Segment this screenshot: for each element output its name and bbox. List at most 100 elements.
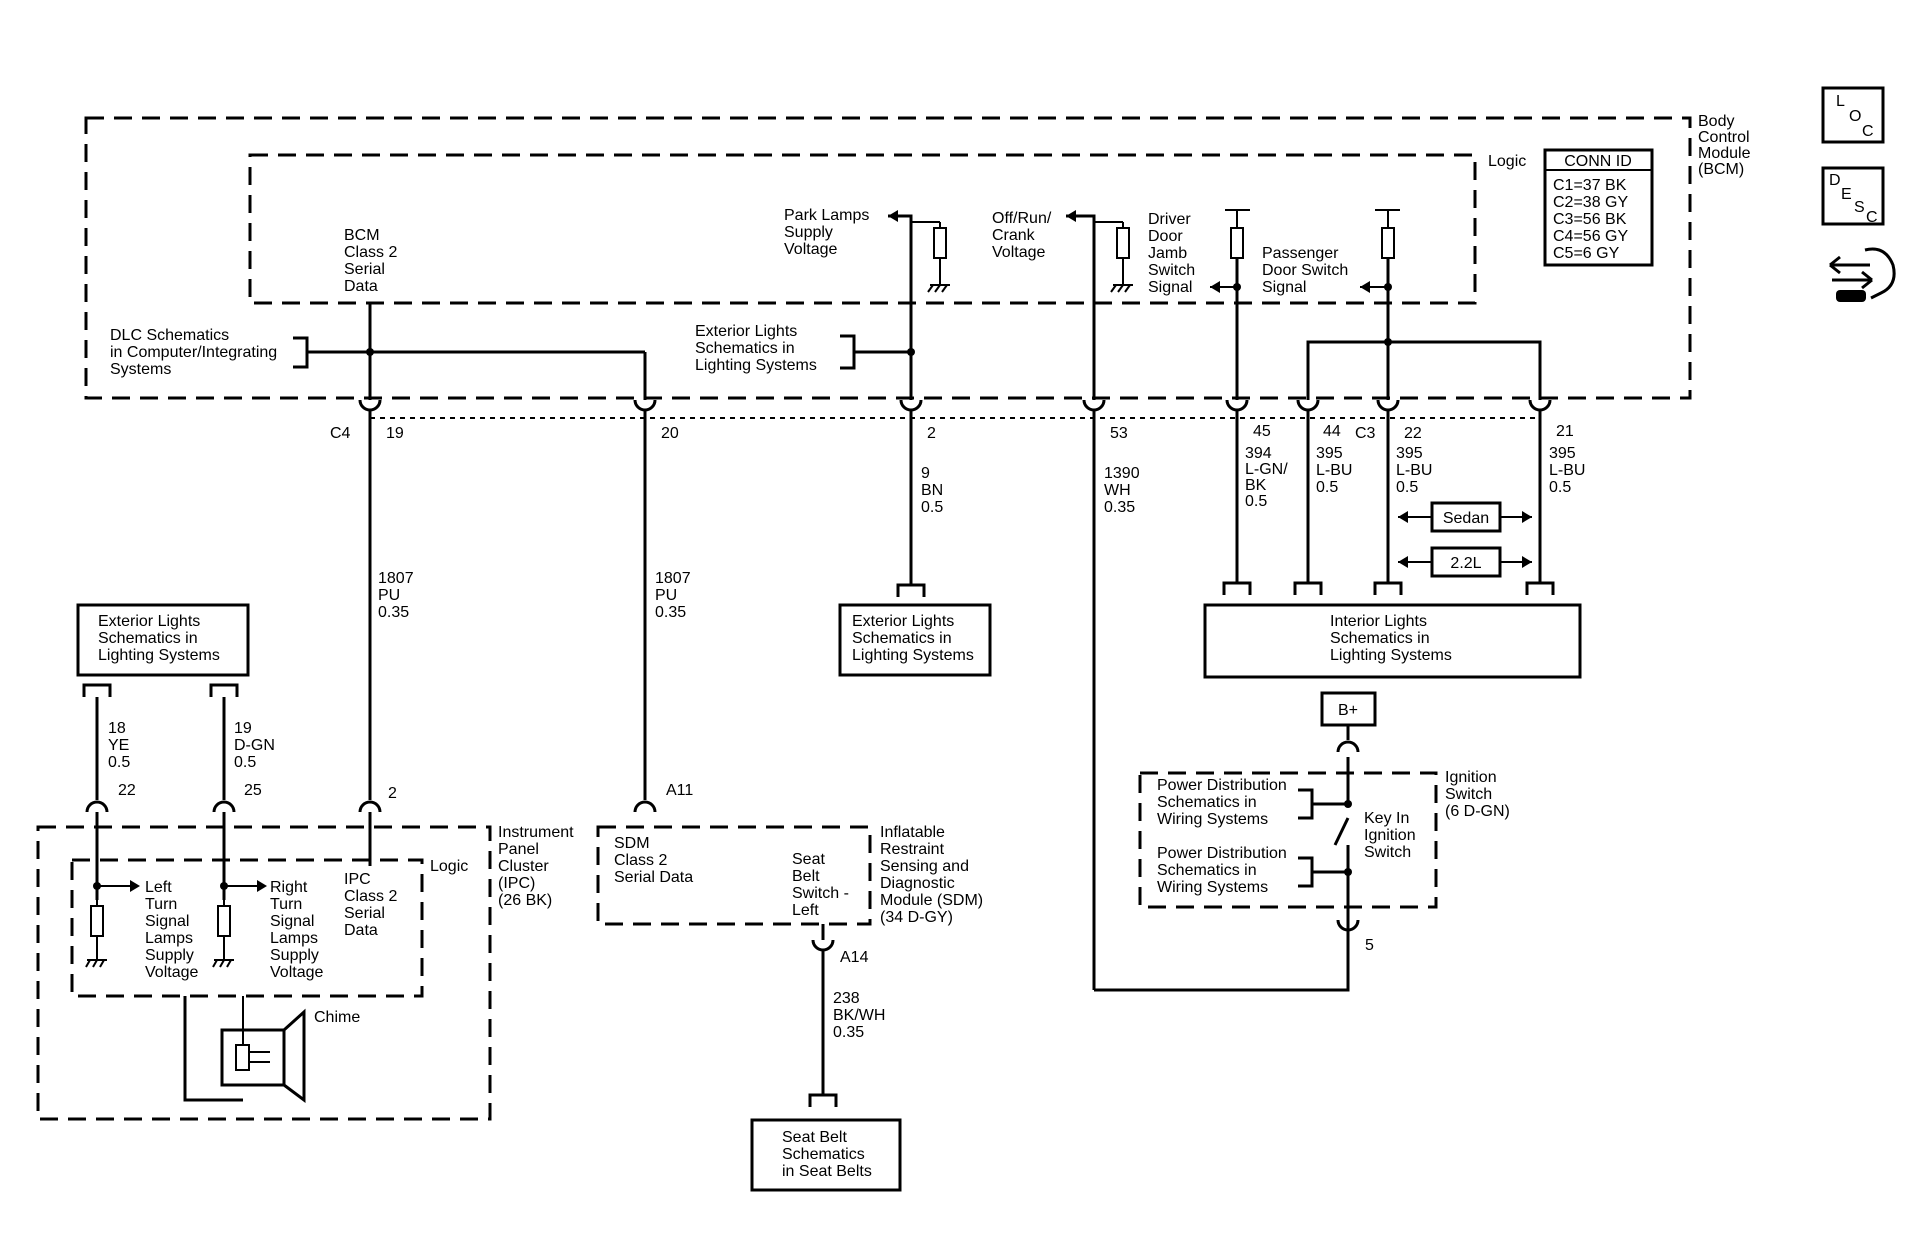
svg-text:45: 45 xyxy=(1253,423,1271,440)
svg-text:44: 44 xyxy=(1323,423,1341,440)
text-line: Seat Belt xyxy=(782,1129,847,1146)
text-line: Lamps xyxy=(145,930,193,947)
conn-c4: C4 xyxy=(330,425,351,442)
text-line: Switch xyxy=(1445,786,1492,803)
text-line: 0.5 xyxy=(108,754,130,771)
connector-c4-pins xyxy=(358,399,1552,412)
text-line: 0.35 xyxy=(1104,499,1135,516)
text-line: 18 xyxy=(108,720,126,737)
text-line: (IPC) xyxy=(498,875,535,892)
text-line: Power Distribution xyxy=(1157,845,1287,862)
text-line: DLC Schematics xyxy=(110,327,229,344)
svg-text:2: 2 xyxy=(927,425,936,442)
text-line: Park Lamps xyxy=(784,207,869,224)
svg-text:20: 20 xyxy=(661,425,679,442)
text-line: Schematics xyxy=(782,1146,865,1163)
text-line: Ignition xyxy=(1445,769,1497,786)
text-line: SDM xyxy=(614,835,650,852)
text-line: Supply xyxy=(784,224,833,241)
text-line: Systems xyxy=(110,361,171,378)
navigate-arrows-icon[interactable] xyxy=(1829,247,1896,302)
text-line: Signal xyxy=(1262,279,1306,296)
text-line: C4=56 GY xyxy=(1553,228,1628,245)
chime-label: Chime xyxy=(314,1009,360,1026)
text-line: Signal xyxy=(270,913,314,930)
text-line: 0.5 xyxy=(1549,479,1571,496)
svg-text:Sedan: Sedan xyxy=(1443,510,1489,527)
text-line: 395 xyxy=(1316,445,1343,462)
text-line: Turn xyxy=(270,896,302,913)
text-line: 238 xyxy=(833,990,860,1007)
text-line: 0.35 xyxy=(655,604,686,621)
ignition-switch-boundary xyxy=(1138,771,1438,909)
svg-text:2: 2 xyxy=(388,785,397,802)
text-line: L-BU xyxy=(1396,462,1432,479)
text-line: Serial xyxy=(344,261,385,278)
loc-icon[interactable]: L O C xyxy=(1821,86,1885,144)
desc-icon[interactable]: D E S C xyxy=(1821,166,1885,226)
text-line: Voltage xyxy=(784,241,837,258)
text-line: Schematics in xyxy=(1157,794,1257,811)
sdm-boundary xyxy=(596,825,872,926)
text-line: Door Switch xyxy=(1262,262,1348,279)
text-line: 1807 xyxy=(655,570,691,587)
text-line: 1807 xyxy=(378,570,414,587)
text-line: Instrument xyxy=(498,824,574,841)
text-line: C3=56 BK xyxy=(1553,211,1627,228)
text-line: Wiring Systems xyxy=(1157,811,1268,828)
svg-text:19: 19 xyxy=(386,425,404,442)
text-line: Voltage xyxy=(145,964,198,981)
text-line: Exterior Lights xyxy=(695,323,797,340)
svg-text:C: C xyxy=(1866,209,1878,226)
text-line: 1390 xyxy=(1104,465,1140,482)
text-line: Control xyxy=(1698,129,1750,146)
text-line: BCM xyxy=(344,227,380,244)
text-line: L-BU xyxy=(1549,462,1585,479)
text-line: 0.35 xyxy=(833,1024,864,1041)
text-line: 395 xyxy=(1549,445,1576,462)
text-line: Serial Data xyxy=(614,869,693,886)
text-line: Module (SDM) xyxy=(880,892,983,909)
text-line: Driver xyxy=(1148,211,1191,228)
text-line: 0.5 xyxy=(921,499,943,516)
text-line: Lighting Systems xyxy=(852,647,974,664)
ipc-boundary xyxy=(36,825,492,1121)
text-line: Lamps xyxy=(270,930,318,947)
conn-c3: C3 xyxy=(1355,425,1376,442)
text-line: Exterior Lights xyxy=(98,613,200,630)
text-line: 0.5 xyxy=(1316,479,1338,496)
text-line: Signal xyxy=(145,913,189,930)
text-line: 9 xyxy=(921,465,930,482)
svg-text:53: 53 xyxy=(1110,425,1128,442)
text-line: Body xyxy=(1698,113,1734,130)
svg-text:19D-GN0.5: 19D-GN0.5 xyxy=(234,720,275,771)
text-line: Left xyxy=(792,902,819,919)
text-line: Switch xyxy=(1364,844,1411,861)
text-line: (6 D-GN) xyxy=(1445,803,1510,820)
text-line: C5=6 GY xyxy=(1553,245,1620,262)
text-line: Schematics in xyxy=(695,340,795,357)
text-line: Left xyxy=(145,879,172,896)
chime-icon xyxy=(183,996,306,1103)
